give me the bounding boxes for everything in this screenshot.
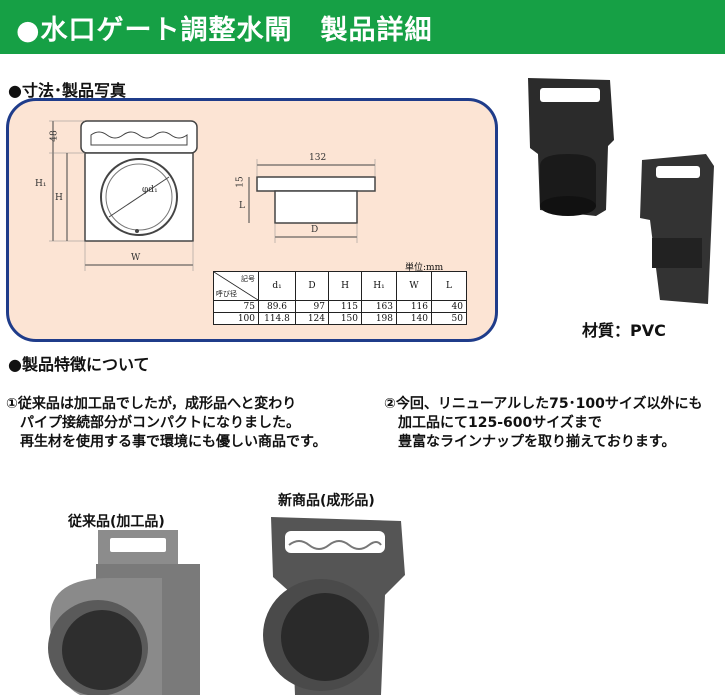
dim-132: 132 [309,153,327,163]
gate-photo-tall [528,78,614,216]
table-cell: 198 [361,312,397,325]
feature-right: ②今回、リニューアルした75･100サイズ以外にも 加工品にて125-600サイ… [384,395,702,452]
table-cell: 163 [361,300,397,313]
new-product-caption: 新商品(成形品) [278,493,375,509]
table-header-cell: d₁ [258,271,296,301]
table-header-cell: H₁ [361,271,397,301]
table-cell: 116 [396,300,432,313]
product-photos-pvc [528,78,714,304]
table-row: 75 89.6 97 115 163 116 40 [213,300,467,313]
feature-left-line: ①従来品は加工品でしたが，成形品へと変わり [6,396,297,412]
table-corner: 記号 呼び径 [213,271,259,301]
old-product-caption: 従来品(加工品) [68,514,165,530]
feature-left-line: 再生材を使用する事で環境にも優しい商品です。 [6,434,327,450]
table-header-cell: W [396,271,432,301]
dim-d1: φd₁ [142,185,158,195]
spec-drawing-box: 48 H₁ H W φd₁ 132 15 L D 単位:mm 記号 呼び径 d₁… [6,98,498,342]
gate-photo-flat [640,154,714,304]
spec-table: 記号 呼び径 d₁ D H H₁ W L 75 89.6 97 115 163 … [213,271,467,325]
old-product-photo [48,530,200,695]
corner-nominal: 呼び径 [216,290,237,298]
table-cell: 140 [396,312,432,325]
title-bar [0,0,725,54]
feature-right-line: ②今回、リニューアルした75･100サイズ以外にも [384,396,703,412]
feature-left: ①従来品は加工品でしたが，成形品へと変わり パイプ接続部分がコンパクトになりまし… [6,395,327,452]
page-title: ●水口ゲート調整水閘 製品詳細 [16,15,433,46]
feature-left-line: パイプ接続部分がコンパクトになりました。 [6,415,300,431]
dim-48: 48 [49,130,60,142]
dim-d: D [311,225,319,235]
dim-h1: H₁ [35,179,47,189]
table-cell: 100 [213,312,259,325]
table-cell: 150 [328,312,362,325]
table-cell: 114.8 [258,312,296,325]
feature-right-line: 豊富なラインナップを取り揃えております。 [384,434,676,450]
technical-drawing [49,120,376,271]
features-heading: ●製品特徴について [8,355,150,374]
material-label: 材質：PVC [582,321,666,340]
table-cell: 50 [431,312,467,325]
table-cell: 124 [295,312,329,325]
corner-symbol: 記号 [241,275,255,283]
dim-15: 15 [235,176,246,188]
table-cell: 115 [328,300,362,313]
table-cell: 75 [213,300,259,313]
table-cell: 40 [431,300,467,313]
dim-h: H [55,193,63,203]
unit-label: 単位:mm [405,263,444,273]
new-product-photo [263,517,405,695]
dim-l: L [239,201,245,211]
feature-right-line: 加工品にて125-600サイズまで [384,415,602,431]
dimensions-heading: ●寸法･製品写真 [8,81,126,100]
table-cell: 89.6 [258,300,296,313]
table-header-cell: L [431,271,467,301]
table-row: 100 114.8 124 150 198 140 50 [213,312,467,325]
table-header-cell: H [328,271,362,301]
dim-w: W [131,253,141,263]
table-cell: 97 [295,300,329,313]
table-header-cell: D [295,271,329,301]
